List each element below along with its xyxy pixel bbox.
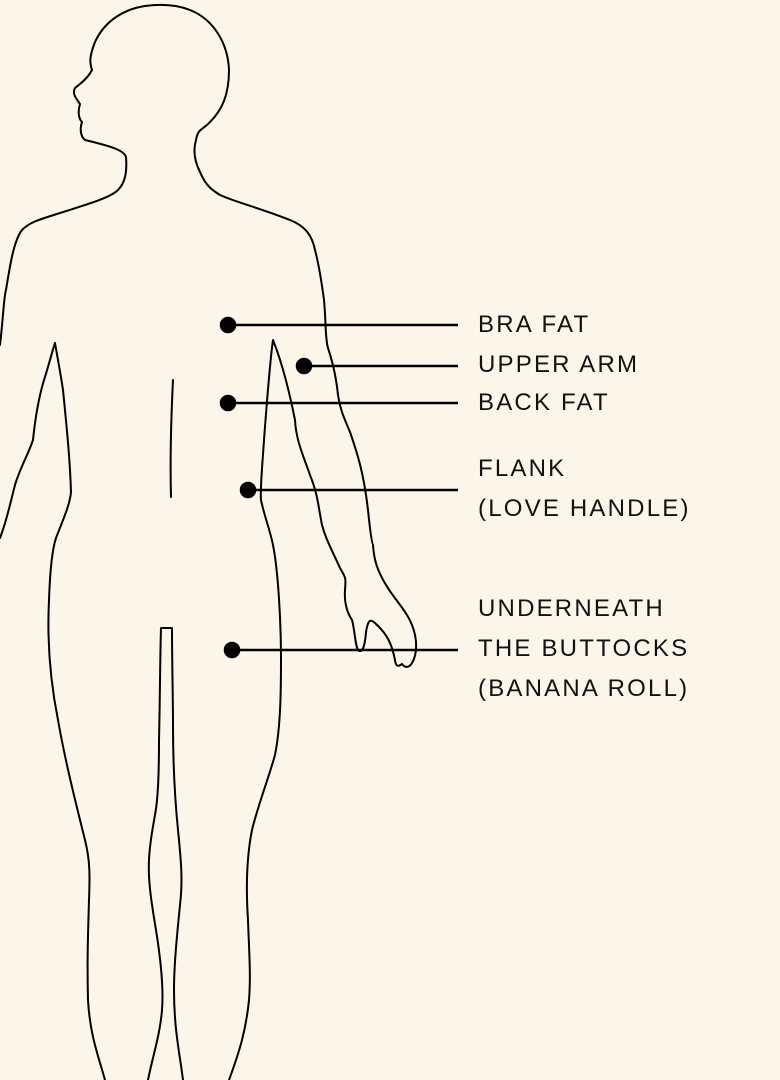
label-banana-roll: UNDERNEATH THE BUTTOCKS (BANANA ROLL) bbox=[478, 589, 689, 709]
marker-dot-upper-arm bbox=[295, 357, 313, 375]
label-bra-fat: BRA FAT bbox=[478, 305, 590, 345]
label-flank: FLANK (LOVE HANDLE) bbox=[478, 449, 691, 529]
spine-line bbox=[169, 379, 174, 498]
label-line: (LOVE HANDLE) bbox=[478, 495, 691, 522]
label-back-fat: BACK FAT bbox=[478, 383, 610, 423]
marker-dot-bra-fat bbox=[219, 316, 237, 334]
label-line: UNDERNEATH bbox=[478, 595, 665, 622]
label-upper-arm: UPPER ARM bbox=[478, 345, 639, 385]
label-line: (BANANA ROLL) bbox=[478, 675, 690, 702]
label-line: FLANK bbox=[478, 455, 567, 482]
left-leg-outline bbox=[0, 342, 106, 1080]
inner-leg-gap bbox=[147, 627, 184, 1080]
body-outline bbox=[0, 3, 418, 1080]
marker-dot-banana-roll bbox=[223, 641, 241, 659]
label-line: BACK FAT bbox=[478, 389, 610, 416]
label-line: THE BUTTOCKS bbox=[478, 635, 690, 662]
label-line: BRA FAT bbox=[478, 311, 591, 338]
label-line: UPPER ARM bbox=[478, 351, 640, 378]
marker-dot-flank bbox=[239, 481, 257, 499]
marker-dot-back-fat bbox=[219, 394, 237, 412]
